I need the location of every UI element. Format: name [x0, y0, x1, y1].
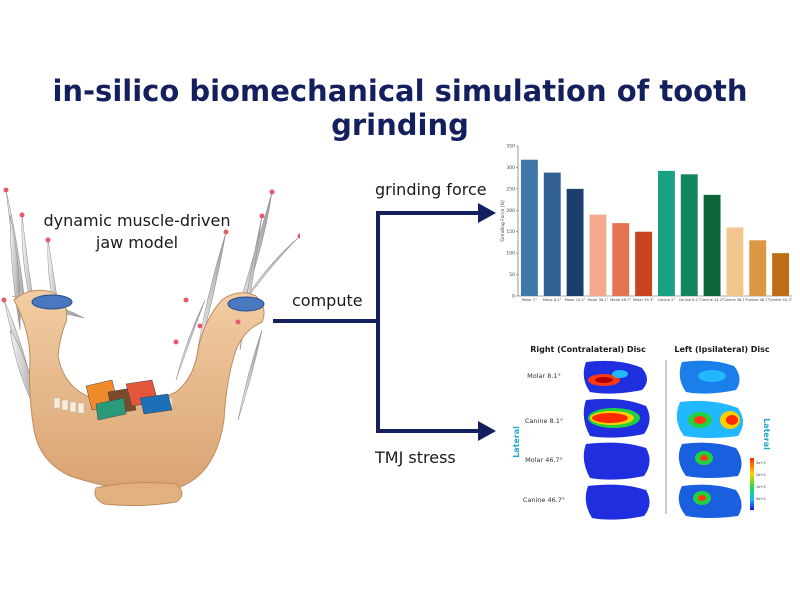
bar	[635, 231, 653, 296]
x-tick-label: Canine 8.1°	[679, 298, 700, 302]
jaw-chin	[94, 482, 183, 507]
y-tick-label: 250	[506, 186, 515, 192]
bar	[612, 223, 630, 296]
x-tick-label: Canine 14.2°	[700, 298, 724, 302]
right-disc-header: Right (Contralateral) Disc	[530, 345, 646, 354]
legend-tick: 3e+0	[756, 461, 766, 465]
grinding-force-label: grinding force	[375, 180, 487, 199]
legend-tick: 1e+0	[756, 485, 766, 489]
contralateral-disc-maps	[583, 360, 650, 520]
left-condyle-disc	[31, 294, 73, 310]
bar	[772, 253, 790, 296]
compute-label: compute	[292, 291, 363, 310]
x-tick-label: Canine 46.7°	[746, 298, 770, 302]
tmj-stress-label: TMJ stress	[375, 448, 456, 467]
y-tick-label: 0	[512, 294, 515, 300]
legend-tick: 0e+0	[756, 497, 766, 501]
mandible	[13, 289, 265, 494]
y-tick-label: 100	[506, 251, 515, 257]
bar	[543, 172, 561, 296]
y-tick-label: 300	[506, 165, 515, 171]
x-tick-label: Molar 14.2°	[565, 298, 586, 302]
bar	[749, 240, 767, 296]
bar	[680, 174, 698, 296]
y-tick-label: 150	[506, 229, 515, 235]
y-tick-label: 200	[506, 208, 515, 214]
bar	[520, 159, 538, 296]
lateral-label-right: Lateral	[762, 418, 771, 450]
bar	[589, 214, 607, 296]
bite-planes	[85, 379, 173, 421]
stress-row-label: Canine 8.1°	[525, 417, 563, 425]
jaw-model-label: dynamic muscle-driven jaw model	[43, 211, 231, 252]
stress-row-label: Molar 46.7°	[525, 456, 563, 464]
bar	[657, 170, 675, 296]
tmj-stress-panel: Right (Contralateral) Disc Left (Ipsilat…	[512, 345, 771, 520]
y-axis-label: Grinding Force [N]	[500, 200, 506, 241]
left-disc-header: Left (Ipsilateral) Disc	[674, 345, 770, 354]
arrow-head-force	[478, 203, 496, 223]
x-tick-label: Molar 38.1°	[587, 298, 608, 302]
y-tick-label: 50	[509, 272, 515, 278]
x-tick-label: Canine 55.3°	[769, 298, 793, 302]
legend-tick: 2e+0	[756, 473, 766, 477]
stress-color-legend	[750, 458, 754, 510]
lateral-label-left: Lateral	[512, 426, 521, 458]
x-tick-label: Canine 2°	[658, 298, 676, 302]
ipsilateral-disc-maps	[676, 360, 743, 518]
stress-row-label: Canine 46.7°	[523, 496, 565, 504]
arrow-head-stress	[478, 421, 496, 441]
jaw-model-illustration	[1, 187, 300, 507]
page-title: in-silico biomechanical simulation of to…	[52, 74, 748, 142]
bar	[566, 188, 584, 296]
bar	[703, 194, 721, 296]
bar	[726, 227, 744, 296]
muscle-attachment-points	[1, 187, 300, 345]
right-condyle-disc	[227, 296, 265, 312]
x-tick-label: Canine 38.1°	[723, 298, 747, 302]
y-tick-label: 350	[506, 144, 515, 150]
x-tick-label: Molar 8.1°	[543, 298, 562, 302]
x-tick-label: Molar 2°	[522, 298, 537, 302]
stress-row-label: Molar 8.1°	[527, 372, 561, 380]
x-tick-label: Molar 55.3°	[633, 298, 654, 302]
x-tick-label: Molar 46.7°	[610, 298, 631, 302]
